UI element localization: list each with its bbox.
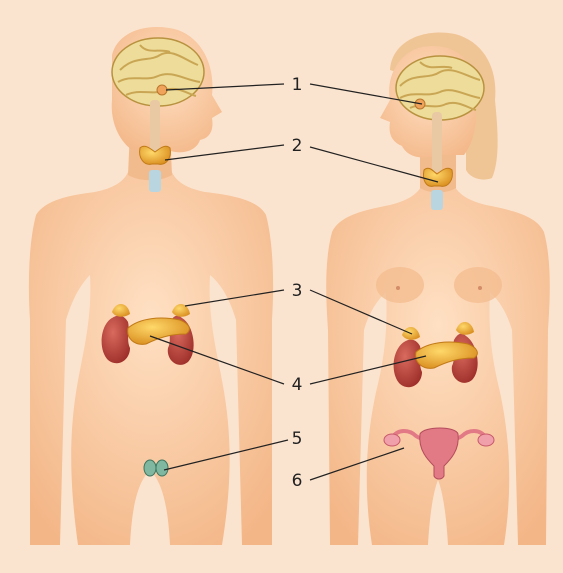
callout-label-2: 2 [292, 136, 303, 156]
female-trachea [431, 190, 443, 210]
female-breast-right [454, 267, 502, 303]
male-brain [112, 38, 204, 106]
callout-label-6: 6 [292, 471, 303, 491]
female-spine [432, 112, 442, 172]
male-trachea [149, 170, 161, 192]
callout-label-1: 1 [292, 75, 303, 95]
callout-label-3: 3 [292, 281, 303, 301]
callout-label-5: 5 [292, 429, 303, 449]
female-breast-left [376, 267, 424, 303]
pituitary-left [157, 85, 167, 95]
callout-label-4: 4 [292, 375, 303, 395]
callout-labels: 1 2 3 4 5 6 [292, 75, 303, 491]
female-brain [396, 56, 484, 120]
